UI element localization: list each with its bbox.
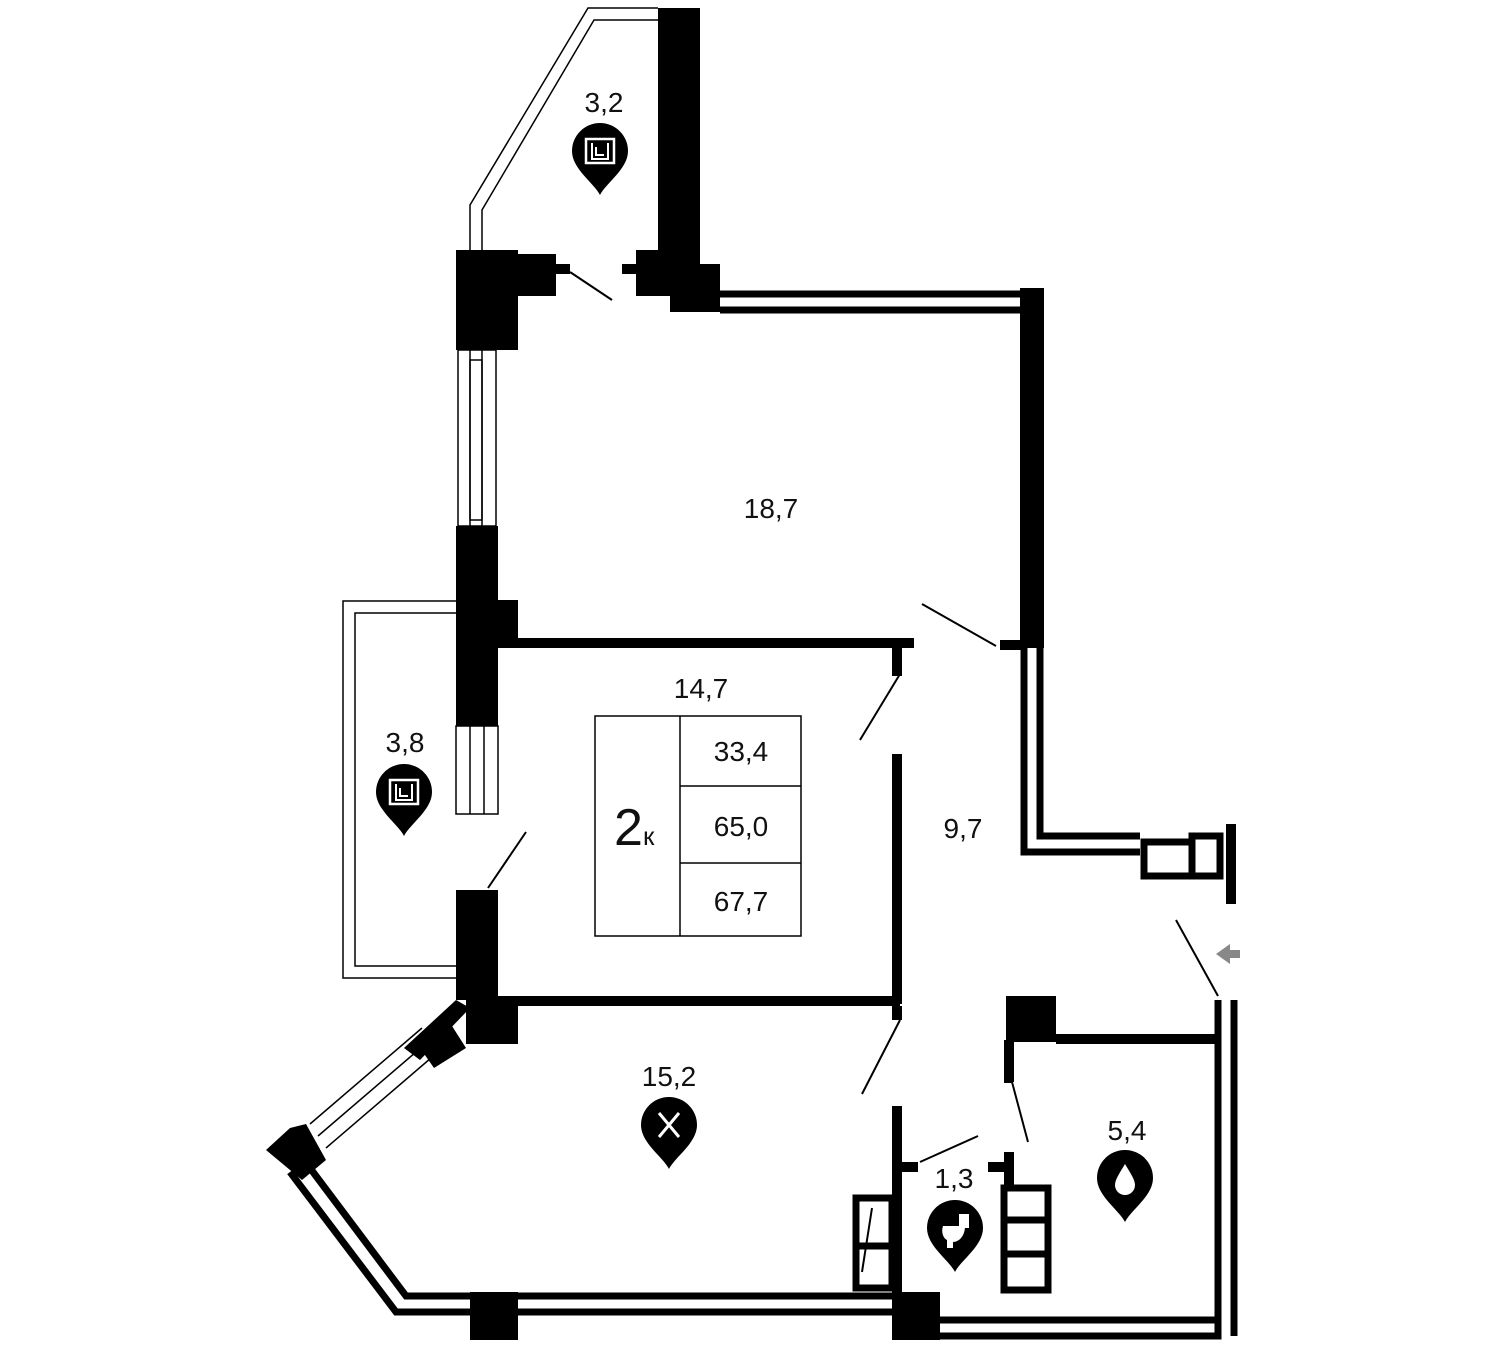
bathroom-door-jamb [1004, 1040, 1014, 1082]
kitchen-icon [641, 1097, 697, 1169]
hall-area: 9,7 [944, 813, 983, 844]
entrance-arrow-icon [1216, 944, 1240, 964]
total-area: 65,0 [714, 811, 769, 842]
summary-table [594, 715, 802, 937]
entrance-post [1226, 824, 1236, 904]
balcony-top-outline [469, 7, 658, 250]
room-middle-area: 14,7 [674, 673, 729, 704]
toilet-fixtures [852, 1184, 1052, 1294]
bathroom-area: 5,4 [1108, 1115, 1147, 1146]
balcony-left-outline [342, 600, 457, 979]
balcony-top-area: 3,2 [585, 87, 624, 118]
balcony-icon [572, 123, 628, 195]
bathroom-icon [1097, 1150, 1153, 1222]
balcony-left-area: 3,8 [386, 727, 425, 758]
kitchen-window [266, 1000, 470, 1180]
total-with-balconies: 67,7 [714, 886, 769, 917]
toilet-icon [927, 1200, 983, 1272]
entrance-frame [1140, 832, 1224, 880]
rooms-suffix: к [643, 821, 655, 851]
walls [456, 8, 1216, 1340]
window-large-room [457, 349, 497, 527]
balcony-icon [376, 764, 432, 836]
double-walls [287, 290, 1238, 1340]
window-middle-room [455, 725, 499, 815]
room-large-area: 18,7 [744, 493, 799, 524]
living-area: 33,4 [714, 736, 769, 767]
rooms-count: 2 [614, 799, 643, 857]
kitchen-area: 15,2 [642, 1061, 697, 1092]
toilet-area: 1,3 [935, 1163, 974, 1194]
